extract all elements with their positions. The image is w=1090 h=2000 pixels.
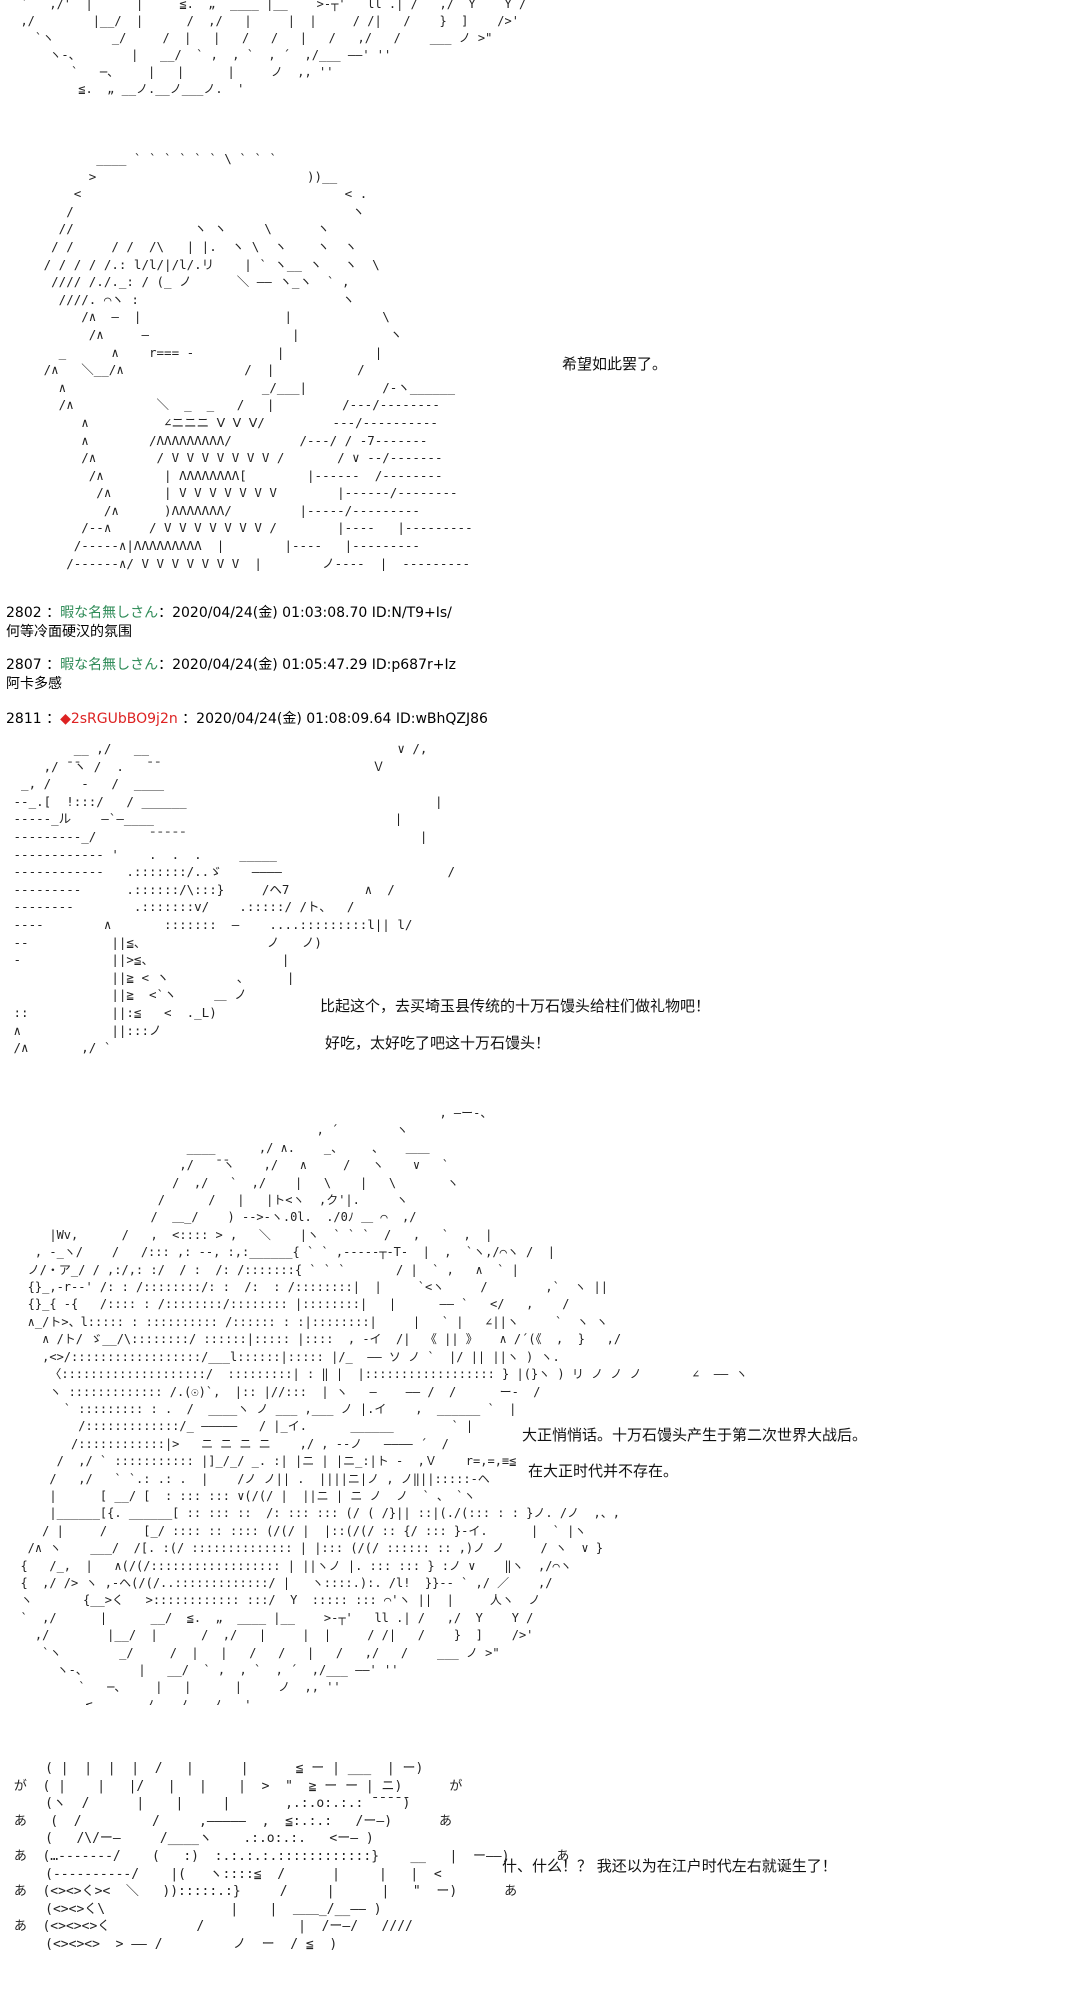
post-separator: ： [41, 605, 61, 621]
post-meta: ：2020/04/24(金) 01:05:47.29 ID:p687r+Iz [158, 657, 456, 673]
ascii-art-character-portrait: ____ ` ` ` ` ` ` \ ` ` ` > ))__ < < . / … [43, 151, 473, 571]
ascii-art-manju-pile: , ―ー-、 , ´ ヽ ____ ,/ ∧. _、 、 ＿＿ ,/ ̄ ̄ヽ … [20, 1106, 748, 1705]
caption-delicious: 好吃，太好吃了吧这十万石馒头！ [325, 1034, 551, 1052]
caption-not-existing: 在大正时代并不存在。 [528, 1462, 679, 1480]
post-separator: ： [41, 711, 61, 727]
post-2811: 2811 ：◆2sRGUbBO9j2n ：2020/04/24(金) 01:08… [6, 710, 488, 729]
post-body: 阿卡多感 [6, 676, 62, 692]
post-meta: ：2020/04/24(金) 01:08:09.64 ID:wBhQZJ86 [177, 711, 488, 727]
post-separator: ： [41, 657, 61, 673]
poster-name[interactable]: 暇な名無しさん [60, 605, 159, 621]
post-2802: 2802 ：暇な名無しさん：2020/04/24(金) 01:03:08.70 … [6, 604, 452, 642]
ascii-art-hat-character: __ ,/ __ ∨ /, ,/ ̄ ̄ヽ / . ̄ ̄ Ｖ _, / - /… [13, 741, 455, 1056]
post-meta: ：2020/04/24(金) 01:03:08.70 ID:N/T9+Is/ [158, 605, 452, 621]
post-2807: 2807 ：暇な名無しさん：2020/04/24(金) 01:05:47.29 … [6, 656, 456, 694]
caption-hope: 希望如此罢了。 [562, 355, 668, 373]
post-number: 2807 [6, 657, 42, 673]
poster-trip[interactable]: ◆2sRGUbBO9j2n [60, 711, 178, 727]
caption-taisho-trivia: 大正悄悄话。十万石馒头产生于第二次世界大战后。 [522, 1426, 868, 1444]
caption-edo-surprise: 什、什么！？ 我还以为在江户时代左右就诞生了！ [502, 1857, 837, 1875]
ascii-art-shocked-character: ( | | | | / | | ≦ ー | ___ | ー) が ( | | |… [13, 1761, 570, 1952]
post-body: 何等冷面硬汉的氛围 [6, 624, 132, 640]
post-number: 2802 [6, 605, 42, 621]
ascii-art-manju-top: ` ,/' | | ≦. „ ____ |__ >-┬' ll .| / ,/ … [20, 0, 527, 96]
caption-buy-manju: 比起这个，去买埼玉县传统的十万石馒头给柱们做礼物吧！ [320, 997, 711, 1015]
poster-name[interactable]: 暇な名無しさん [60, 657, 159, 673]
post-number: 2811 [6, 711, 42, 727]
